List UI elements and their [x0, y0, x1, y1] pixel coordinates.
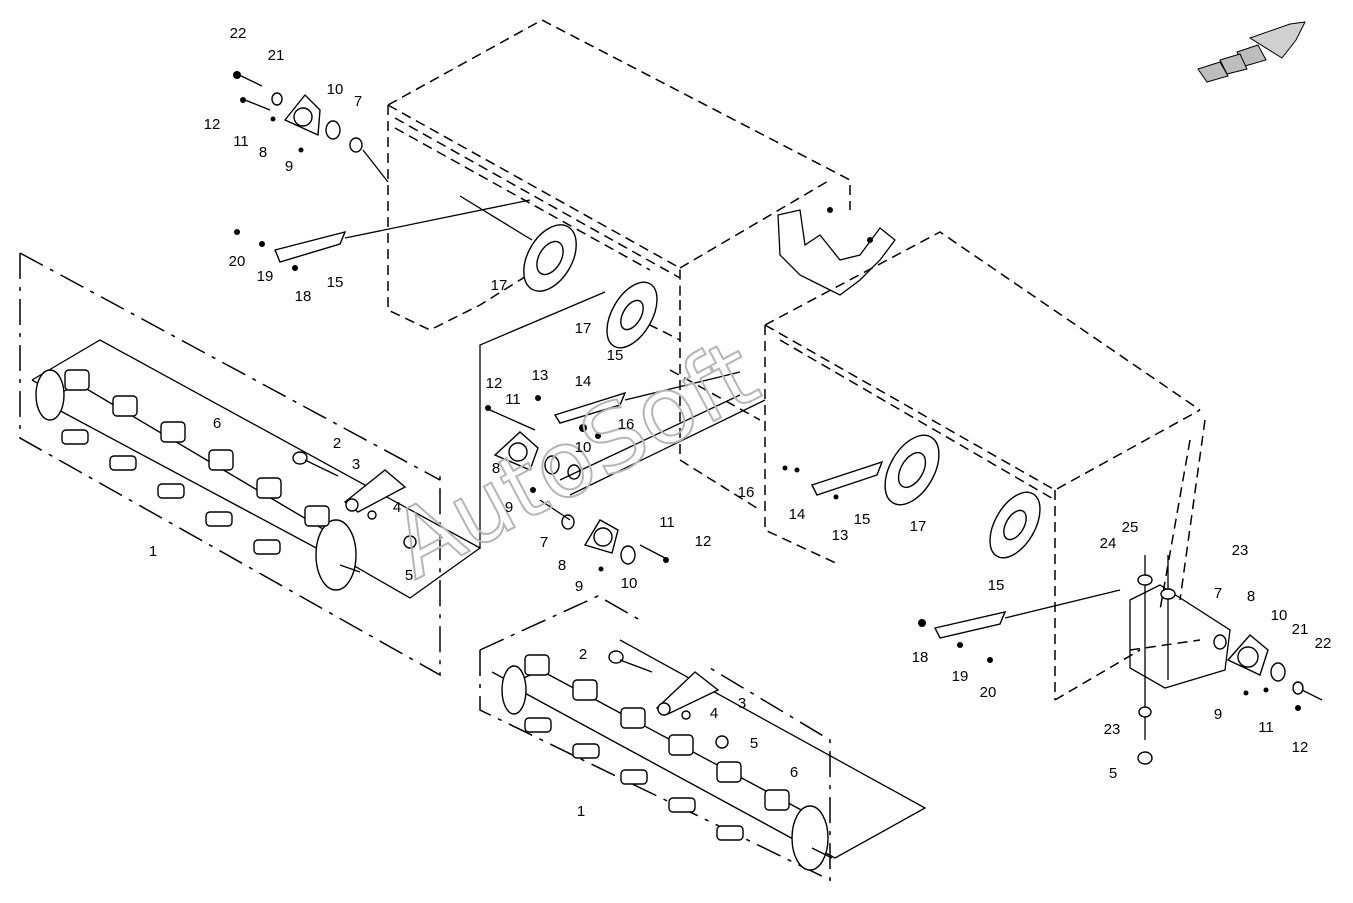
callout-12: 12 — [1292, 739, 1309, 756]
callout-22: 22 — [230, 25, 247, 42]
callout-7: 7 — [354, 93, 362, 110]
callout-14: 14 — [789, 506, 806, 523]
callout-20: 20 — [980, 684, 997, 701]
direction-arrow-icon — [1197, 21, 1306, 83]
callout-12: 12 — [486, 375, 503, 392]
callout-8: 8 — [558, 557, 566, 574]
callout-12: 12 — [695, 533, 712, 550]
callout-18: 18 — [912, 649, 929, 666]
callout-14: 14 — [575, 373, 592, 390]
assembly-outline-left — [19, 252, 441, 677]
callout-9: 9 — [505, 499, 513, 516]
frame-housing-upper — [387, 19, 851, 511]
bearing-flange-mid — [489, 394, 766, 565]
callout-8: 8 — [1247, 588, 1255, 605]
callout-7: 7 — [540, 534, 548, 551]
callout-8: 8 — [492, 460, 500, 477]
frame-housing-right — [764, 231, 1206, 701]
callout-5: 5 — [1109, 765, 1117, 782]
callout-16: 16 — [618, 416, 635, 433]
callout-6: 6 — [213, 415, 221, 432]
callout-5: 5 — [750, 735, 758, 752]
callout-23: 23 — [1104, 721, 1121, 738]
callout-3: 3 — [352, 456, 360, 473]
disc-17-right — [884, 434, 1041, 559]
callout-11: 11 — [233, 133, 249, 150]
callout-10: 10 — [1271, 607, 1288, 624]
callout-15: 15 — [327, 274, 344, 291]
callout-20: 20 — [229, 253, 246, 270]
rotor-assembly-left — [35, 369, 417, 591]
callout-15: 15 — [854, 511, 871, 528]
bearing-flange-right — [1213, 634, 1323, 701]
callout-19: 19 — [257, 268, 274, 285]
callout-13: 13 — [532, 367, 549, 384]
callout-15: 15 — [607, 347, 624, 364]
drive-arm-lower — [608, 650, 729, 749]
callout-11: 11 — [505, 391, 521, 408]
base-mount-right — [1129, 555, 1231, 765]
callout-3: 3 — [738, 695, 746, 712]
callout-6: 6 — [790, 764, 798, 781]
scraper-plates — [274, 199, 1121, 639]
disc-17-mid — [606, 281, 658, 349]
drive-arm-left — [292, 451, 417, 549]
callout-13: 13 — [832, 527, 849, 544]
rotor-assembly-lower — [479, 595, 927, 882]
callout-19: 19 — [952, 668, 969, 685]
callout-22: 22 — [1315, 635, 1332, 652]
disc-17-upper — [459, 195, 577, 292]
callout-16: 16 — [738, 484, 755, 501]
callout-7: 7 — [1214, 585, 1222, 602]
callout-24: 24 — [1100, 535, 1117, 552]
callout-2: 2 — [333, 435, 341, 452]
mounting-bracket — [777, 207, 896, 296]
callout-25: 25 — [1122, 519, 1139, 536]
bearing-flange-upper-left — [234, 72, 389, 183]
callout-10: 10 — [575, 439, 592, 456]
callout-17: 17 — [575, 320, 592, 337]
rotor-paddle-row-lower — [524, 654, 790, 841]
callout-21: 21 — [268, 47, 285, 64]
callout-10: 10 — [621, 575, 638, 592]
callout-4: 4 — [393, 499, 401, 516]
bearing-parts — [234, 72, 1323, 701]
callout-9: 9 — [575, 578, 583, 595]
callout-12: 12 — [204, 116, 221, 133]
callout-8: 8 — [259, 144, 267, 161]
callout-15: 15 — [988, 577, 1005, 594]
callout-5: 5 — [405, 567, 413, 584]
watermark-text: AutoSoft — [375, 319, 774, 599]
callout-21: 21 — [1292, 621, 1309, 638]
callout-11: 11 — [659, 514, 675, 531]
callout-1: 1 — [149, 543, 157, 560]
callout-1: 1 — [577, 803, 585, 820]
callout-10: 10 — [327, 81, 344, 98]
rotor-paddle-row-left — [61, 369, 330, 555]
callout-9: 9 — [285, 158, 293, 175]
fasteners — [233, 71, 1301, 711]
callout-23: 23 — [1232, 542, 1249, 559]
callout-11: 11 — [1258, 719, 1274, 736]
callout-2: 2 — [579, 646, 587, 663]
callout-18: 18 — [295, 288, 312, 305]
callout-4: 4 — [710, 705, 718, 722]
callout-17: 17 — [491, 277, 508, 294]
callout-9: 9 — [1214, 706, 1222, 723]
callout-17: 17 — [910, 518, 927, 535]
